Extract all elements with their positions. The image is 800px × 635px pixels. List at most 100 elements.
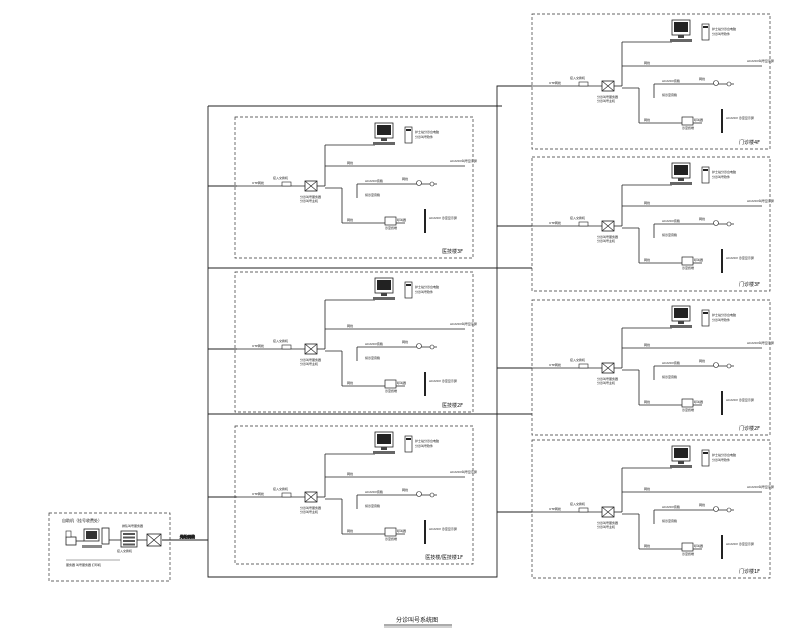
trunk-loop bbox=[207, 85, 532, 578]
switch-sub-a: 分诊叫号服务器 bbox=[597, 520, 618, 525]
speaker-branch-label: 网线 bbox=[402, 487, 408, 492]
speaker-branch-label: 网线 bbox=[699, 358, 705, 363]
switch-sub-b: 分诊叫号主机 bbox=[597, 238, 615, 243]
floor-frame bbox=[234, 425, 474, 565]
terminal-sub: 呼叫器 bbox=[694, 543, 703, 548]
switch-label: 接入交换机 bbox=[273, 175, 288, 180]
floor-frame bbox=[531, 299, 771, 436]
speaker-label-a: AC220V音箱 bbox=[365, 489, 383, 494]
speaker-label-b: 候诊室音箱 bbox=[662, 518, 677, 523]
display-bar-icon bbox=[721, 249, 723, 273]
screen-label: AC220V叫号显示屏 bbox=[450, 469, 477, 474]
rack-slot bbox=[123, 536, 135, 539]
keyboard-icon bbox=[373, 142, 395, 145]
floor-name: 医技楼/医技楼1F bbox=[425, 554, 463, 561]
caller-icon bbox=[681, 398, 694, 408]
router-icon bbox=[578, 221, 589, 227]
branch-label: 网线 bbox=[644, 486, 650, 491]
pc-screen bbox=[377, 434, 391, 444]
uplink-label: UTP网线 bbox=[252, 343, 264, 348]
terminal-branch-label: 网线 bbox=[644, 117, 650, 122]
uplink-label: UTP网线 bbox=[549, 506, 561, 511]
switch-label: 接入交换机 bbox=[570, 501, 585, 506]
center-bottom-caption: 服务器 叫号服务器 打印机 bbox=[66, 562, 101, 567]
uplink-label: UTP网线 bbox=[549, 362, 561, 367]
diagram-title: 分诊叫号系统图 bbox=[396, 616, 438, 624]
terminal-sub: 呼叫器 bbox=[397, 380, 406, 385]
pc-stand bbox=[678, 321, 684, 324]
speaker-label-b: 候诊室音箱 bbox=[365, 192, 380, 197]
branch-label: 网线 bbox=[644, 342, 650, 347]
speaker-label-b: 候诊室音箱 bbox=[662, 374, 677, 379]
pc-label-b: 分诊叫号软件 bbox=[712, 31, 730, 36]
display-bar-icon bbox=[721, 391, 723, 415]
terminal-caption: 诊室终端 bbox=[385, 388, 397, 393]
switch-sub-b: 分诊叫号主机 bbox=[300, 509, 318, 514]
switch-sub-b: 分诊叫号主机 bbox=[597, 380, 615, 385]
switch-cross bbox=[304, 343, 318, 355]
switch-sub-b: 分诊叫号主机 bbox=[300, 198, 318, 203]
floor-name: 医技楼2F bbox=[442, 402, 463, 409]
floor-name: 门诊楼3F bbox=[739, 281, 760, 288]
pc-label-b: 分诊叫号软件 bbox=[415, 289, 433, 294]
pc-stand bbox=[381, 293, 387, 296]
speaker-icon bbox=[713, 80, 719, 86]
pc-tower-slot bbox=[703, 169, 708, 171]
speaker-icon bbox=[726, 81, 732, 87]
terminal-caption: 诊室终端 bbox=[385, 225, 397, 230]
speaker-icon bbox=[726, 507, 732, 513]
pc-stand bbox=[678, 178, 684, 181]
pc-tower-slot bbox=[703, 26, 708, 28]
center-label-a: 排队叫号服务器 bbox=[122, 523, 143, 528]
switch-sub-a: 分诊叫号服务器 bbox=[597, 376, 618, 381]
switch-label: 接入交换机 bbox=[570, 215, 585, 220]
speaker-label-a: AC220V音箱 bbox=[662, 78, 680, 83]
switch-label: 接入交换机 bbox=[273, 486, 288, 491]
pc-label-a: 护士站分诊台电脑 bbox=[415, 284, 439, 289]
pc-label-a: 护士站分诊台电脑 bbox=[712, 26, 736, 31]
pc-label-b: 分诊叫号软件 bbox=[415, 443, 433, 448]
speaker-icon bbox=[416, 343, 422, 349]
center-frame bbox=[48, 512, 171, 582]
switch-sub-b: 分诊叫号主机 bbox=[597, 98, 615, 103]
pc-label-a: 护士站分诊台电脑 bbox=[415, 129, 439, 134]
router-icon bbox=[281, 492, 292, 498]
converter-cross bbox=[146, 533, 162, 547]
pc-label-b: 分诊叫号软件 bbox=[415, 134, 433, 139]
switch-sub-a: 分诊叫号服务器 bbox=[597, 234, 618, 239]
router-icon bbox=[578, 81, 589, 87]
keyboard-icon bbox=[670, 325, 692, 328]
switch-sub-a: 分诊叫号服务器 bbox=[597, 94, 618, 99]
speaker-label-b: 候诊室音箱 bbox=[662, 232, 677, 237]
pc-screen bbox=[674, 448, 688, 458]
pc-screen bbox=[377, 125, 391, 135]
uplink-label: UTP网线 bbox=[252, 491, 264, 496]
switch-sub-a: 分诊叫号服务器 bbox=[300, 505, 321, 510]
speaker-icon bbox=[713, 506, 719, 512]
rack-slot bbox=[123, 533, 135, 535]
screen-label: AC220V叫号显示屏 bbox=[450, 158, 477, 163]
screen-label: AC220V叫号显示屏 bbox=[747, 484, 774, 489]
keyboard-icon bbox=[670, 182, 692, 185]
pc-tower-icon bbox=[404, 126, 413, 144]
speaker-label-a: AC220V音箱 bbox=[365, 178, 383, 183]
speaker-branch-label: 网线 bbox=[402, 176, 408, 181]
keyboard-icon bbox=[670, 39, 692, 42]
pc-label-b: 分诊叫号软件 bbox=[712, 457, 730, 462]
branch-label: 网线 bbox=[347, 323, 353, 328]
speaker-label-b: 候诊室音箱 bbox=[365, 503, 380, 508]
floor-frame bbox=[531, 156, 771, 292]
speaker-branch-label: 网线 bbox=[402, 339, 408, 344]
screen-label: AC220V叫号显示屏 bbox=[747, 340, 774, 345]
floor-frame bbox=[531, 13, 771, 150]
display-bar-icon bbox=[721, 109, 723, 133]
floor-frame bbox=[531, 439, 771, 579]
terminal-label: AC220V 诊室显示屏 bbox=[726, 541, 754, 546]
trunk-lines: 光纤/网线 bbox=[162, 85, 532, 578]
